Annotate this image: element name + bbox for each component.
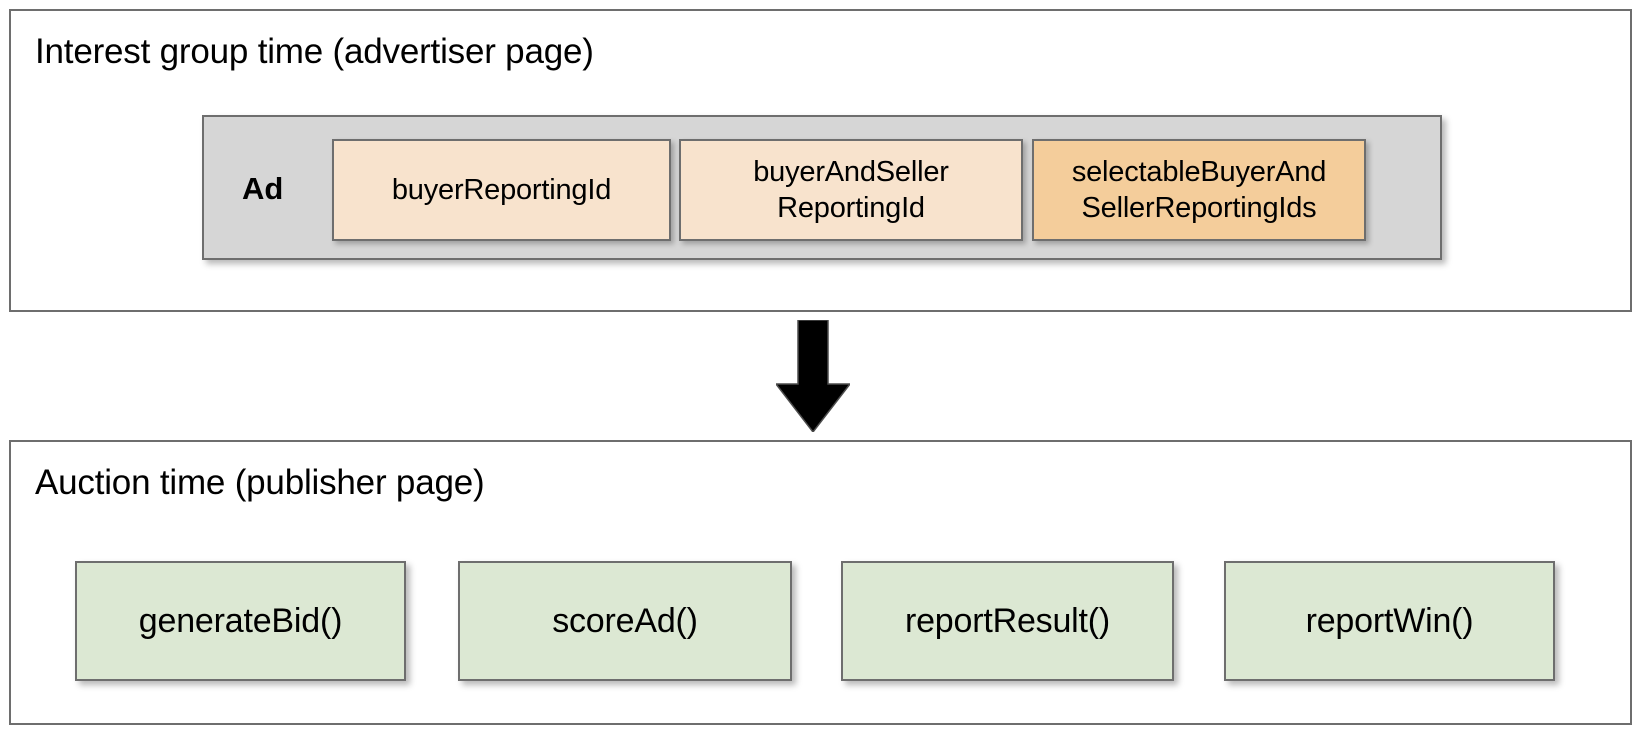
function-box-label: scoreAd() xyxy=(552,602,698,640)
down-arrow-icon xyxy=(776,320,850,432)
function-box-report-win: reportWin() xyxy=(1224,561,1555,681)
function-box-report-result: reportResult() xyxy=(841,561,1174,681)
ad-label: Ad xyxy=(242,171,284,206)
function-box-label: generateBid() xyxy=(138,602,343,640)
reporting-id-label: selectableBuyerAnd SellerReportingIds xyxy=(1071,154,1327,226)
function-box-label: reportResult() xyxy=(904,602,1111,640)
reporting-id-box-selectable-buyer-and-seller-reporting-ids: selectableBuyerAnd SellerReportingIds xyxy=(1032,139,1366,241)
reporting-id-label-line2: ReportingId xyxy=(777,192,925,224)
reporting-id-box-buyer-reporting-id: buyerReportingId xyxy=(332,139,671,241)
function-box-score-ad: scoreAd() xyxy=(458,561,792,681)
function-box-generate-bid: generateBid() xyxy=(75,561,406,681)
publisher-section-title: Auction time (publisher page) xyxy=(35,463,485,502)
reporting-id-label-line2: SellerReportingIds xyxy=(1081,192,1317,224)
function-box-label: reportWin() xyxy=(1305,602,1474,640)
reporting-id-box-buyer-and-seller-reporting-id: buyerAndSeller ReportingId xyxy=(679,139,1023,241)
advertiser-section-card: Interest group time (advertiser page) Ad… xyxy=(9,9,1632,312)
publisher-section-card: Auction time (publisher page) generateBi… xyxy=(9,440,1632,725)
reporting-id-label-line1: buyerAndSeller xyxy=(753,156,949,188)
ad-container-box: Ad buyerReportingId buyerAndSeller Repor… xyxy=(202,115,1442,260)
reporting-id-label: buyerAndSeller ReportingId xyxy=(753,154,949,226)
advertiser-section-title: Interest group time (advertiser page) xyxy=(35,32,594,71)
reporting-id-label-line1: selectableBuyerAnd xyxy=(1071,156,1327,188)
reporting-id-label: buyerReportingId xyxy=(391,174,612,206)
